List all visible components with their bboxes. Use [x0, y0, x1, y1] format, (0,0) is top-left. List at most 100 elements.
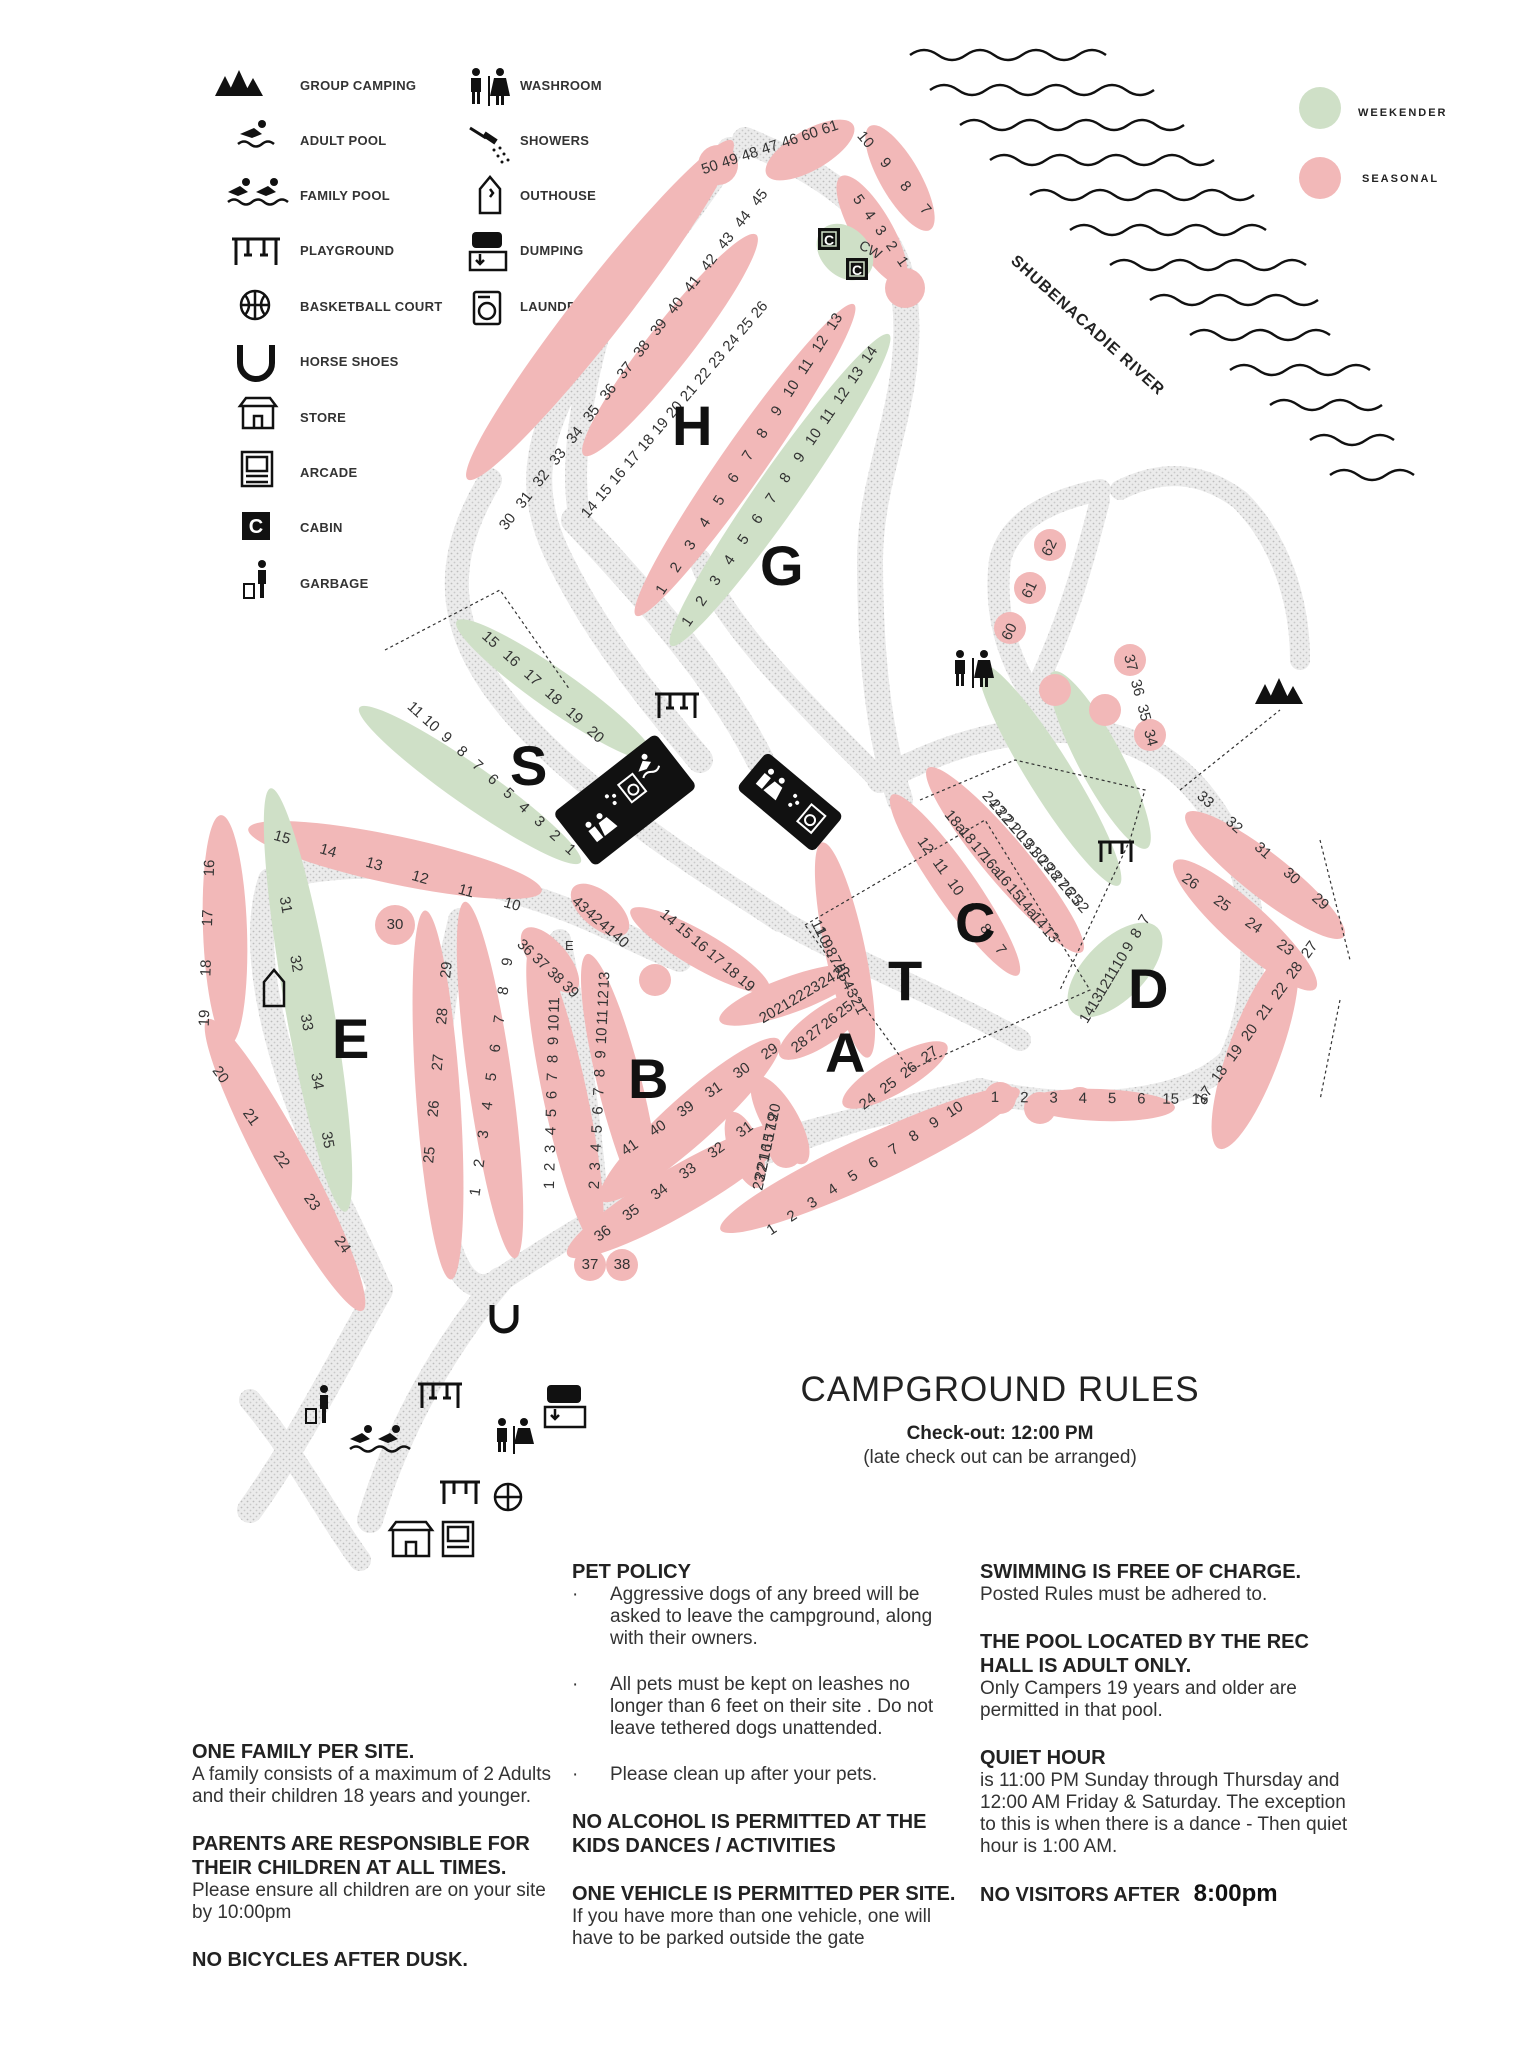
family-pool-icon [227, 178, 289, 206]
circle-61 [1014, 572, 1046, 604]
site-number: 26 [425, 1100, 443, 1118]
one-family-text: A family consists of a maximum of 2 Adul… [192, 1764, 552, 1807]
a-row1-zone [719, 964, 861, 1026]
no-visitors-heading: NO VISITORS AFTER 8:00pm [980, 1882, 1350, 1907]
c-pink1-zone [889, 794, 1021, 976]
site-zones [202, 119, 1345, 1312]
legend-label-garbage: GARBAGE [300, 576, 369, 591]
rules-title: CAMPGROUND RULES [800, 1370, 1200, 1409]
site-number: 8 [544, 1055, 561, 1064]
washroom-building [738, 753, 842, 851]
site-number: 16 [606, 464, 630, 488]
site-number: 30 [730, 1059, 753, 1082]
site-number: 34 [563, 423, 587, 447]
cabin-icon: C [846, 258, 868, 280]
h-outer-zone [466, 139, 734, 481]
site-number: 27 [429, 1053, 447, 1071]
circle-37 [1114, 644, 1146, 676]
site-number: 18 [1208, 1062, 1232, 1085]
legend-label-horseshoes: HORSE SHOES [300, 354, 399, 369]
pet-item: ·Please clean up after your pets. [572, 1764, 962, 1786]
site-number: 11 [546, 997, 563, 1013]
site-number: 1 [991, 1089, 1000, 1106]
e-circle-30 [375, 905, 415, 945]
circle-62 [1034, 529, 1066, 561]
site-number: 36 [597, 380, 621, 404]
site-number: 35 [318, 1130, 338, 1149]
site-number: 1 [764, 1220, 780, 1239]
horseshoe-icon [237, 345, 275, 382]
site-number: 10 [944, 876, 968, 899]
site-number: 2 [586, 1180, 603, 1189]
parents-time: 10:00pm [217, 1902, 292, 1923]
t-col-zone [814, 842, 876, 1058]
colour-key: WEEKENDER SEASONAL [1299, 87, 1446, 199]
site-number: 8 [591, 1069, 608, 1078]
site-number: 12 [595, 990, 613, 1007]
washroom-icon [755, 768, 785, 801]
site-number: 7 [590, 1087, 607, 1096]
cabin-icon: C [242, 512, 270, 540]
site-numbers: 3031323334353637383940414243444514151617… [196, 117, 1333, 1273]
s-top-zone [456, 619, 654, 761]
legend: C GROUP CAMPING ADULT P [215, 68, 602, 599]
campground-map: SHUBENACADIE RIVER [196, 48, 1446, 1571]
site-number: 48 [739, 143, 760, 164]
adult-pool-heading: THE POOL LOCATED BY THE REC HALL IS ADUL… [980, 1631, 1309, 1677]
site-number: 35 [580, 402, 604, 426]
circle-35 [1089, 694, 1121, 726]
site-number: 23 [1274, 936, 1297, 959]
site-number: 34 [307, 1072, 327, 1091]
site-number: 9 [592, 1050, 609, 1059]
dumping-icon [543, 1385, 587, 1429]
swimming-heading: SWIMMING IS FREE OF CHARGE. [980, 1561, 1302, 1583]
washroom-icon [585, 813, 618, 843]
site-number: 13 [1084, 990, 1107, 1013]
section-letters: H G S E B A T C D E CW [332, 237, 1168, 1110]
site-number: 4 [478, 1100, 496, 1111]
section-letter-t: T [888, 949, 922, 1012]
site-number: 31 [702, 1078, 725, 1101]
site-number: 20 [764, 1102, 784, 1122]
circle-60 [994, 612, 1026, 644]
site-number: 24 [856, 1090, 880, 1114]
site-number: 33 [546, 445, 570, 469]
site-number: 45 [748, 186, 772, 210]
site-number: 37 [613, 359, 637, 383]
site-number: 34 [648, 1180, 672, 1204]
site-number: 9 [498, 957, 516, 968]
site-number: 23 [801, 978, 824, 1001]
b-circle-38 [606, 1249, 638, 1281]
e-inner-zone [456, 901, 524, 1259]
site-number: 40 [646, 1117, 669, 1140]
legend-label-basketball: BASKETBALL COURT [300, 299, 443, 314]
no-alcohol-heading: NO ALCOHOL IS PERMITTED AT THE KIDS DANC… [572, 1811, 927, 1857]
washroom-icon [955, 650, 994, 688]
site-number: 10 [502, 894, 523, 915]
d-circle-2 [984, 1082, 1016, 1114]
cw-column-zone [836, 175, 908, 285]
pet-item: ·All pets must be kept on leashes no lon… [572, 1674, 962, 1740]
site-number: 6 [543, 1091, 560, 1100]
bullet: · [572, 1584, 579, 1605]
site-number: 40 [664, 294, 688, 318]
basketball-icon [493, 1482, 523, 1512]
site-number: 38 [630, 337, 654, 361]
key-seasonal-swatch [1299, 157, 1341, 199]
rec-building [555, 735, 695, 865]
site-number: 16 [201, 859, 219, 876]
site-number: 10 [1109, 949, 1132, 972]
circle-34 [1134, 719, 1166, 751]
site-number: 41 [618, 1136, 641, 1159]
site-number: 14 [318, 840, 339, 861]
site-number: 19 [1223, 1042, 1247, 1065]
section-letter-b: B [628, 1047, 668, 1110]
site-number: 11 [594, 1009, 612, 1025]
site-number: 39 [674, 1097, 697, 1120]
site-number: 12 [808, 332, 831, 355]
e-top-zone [248, 820, 542, 900]
legend-label-washroom: WASHROOM [520, 78, 602, 93]
pet-item-text: Aggressive dogs of any breed will be ask… [610, 1584, 933, 1649]
basketball-icon [239, 289, 271, 321]
site-number: 22 [1268, 979, 1292, 1002]
